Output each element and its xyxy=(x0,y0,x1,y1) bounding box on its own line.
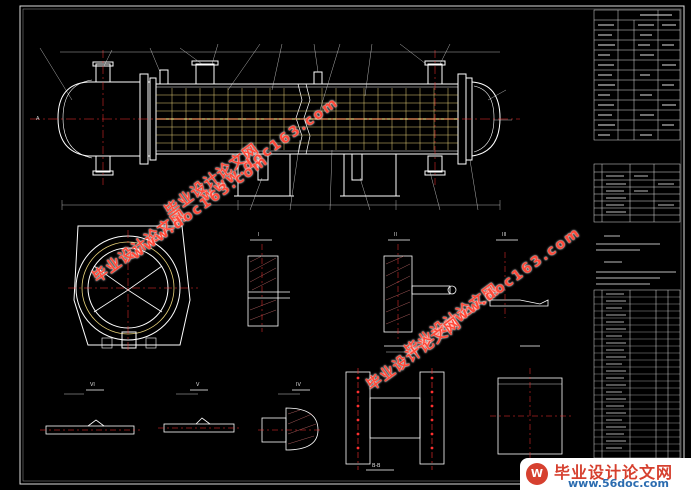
parts-list-rows xyxy=(594,296,680,452)
detail-i-hatch xyxy=(249,255,277,321)
detail-label-vi: VI xyxy=(90,382,95,388)
section-label-b-b: B-B xyxy=(372,463,381,469)
detail-captions xyxy=(64,345,410,395)
view-label-a: A xyxy=(36,116,40,122)
detail-label-ii: II xyxy=(394,232,397,238)
detail-iii xyxy=(489,239,549,307)
detail-label-i: I xyxy=(258,232,260,238)
detail-vi xyxy=(45,389,135,435)
technical-spec-table xyxy=(593,9,681,141)
leader-lines xyxy=(39,43,512,211)
detail-label-iv: IV xyxy=(296,382,301,388)
dimension-lines xyxy=(60,51,501,210)
detail-v xyxy=(163,389,235,433)
sheet-border xyxy=(19,5,685,485)
sheet-inner-border xyxy=(22,8,682,482)
technical-notes xyxy=(596,235,676,285)
logo-text-cn: 毕业设计论文网 xyxy=(554,463,674,482)
site-logo: W 毕业设计论文网 www.56doc.com xyxy=(520,458,691,490)
detail-label-iii: III xyxy=(502,232,507,238)
detail-label-v: V xyxy=(196,382,200,388)
logo-icon: W xyxy=(526,463,548,485)
logo-text-url: www.56doc.com xyxy=(568,477,669,490)
main-elevation-view xyxy=(57,60,501,197)
section-b-b xyxy=(345,371,445,471)
detail-i xyxy=(247,239,290,327)
nozzle-table xyxy=(593,163,681,223)
table-text-strokes xyxy=(598,14,676,136)
bolt-holes xyxy=(356,376,434,450)
detail-iv xyxy=(261,389,319,451)
